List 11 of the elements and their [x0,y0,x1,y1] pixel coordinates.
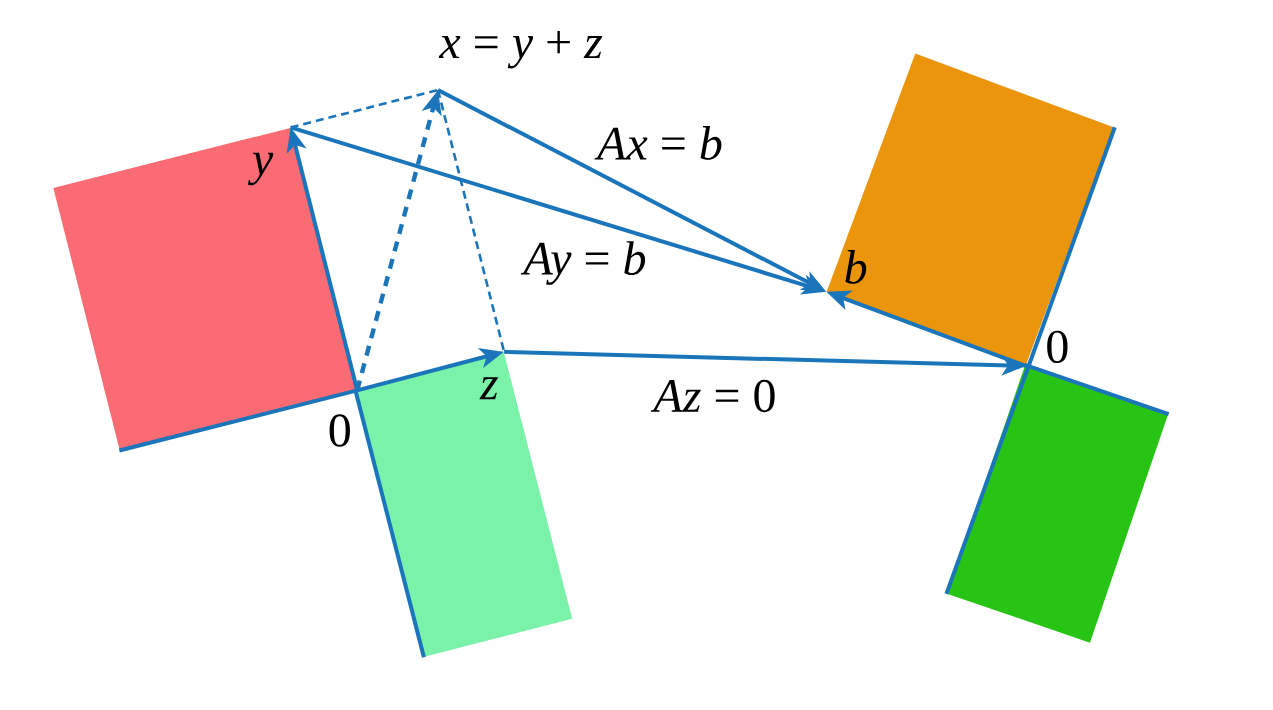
edge-label: Az = 0 [650,379,775,413]
dashed-line [290,88,439,129]
point-label: z [479,377,499,400]
dashed-line [436,89,506,353]
equation-label: x = y + z [438,31,603,69]
point-label: 0 [1047,330,1068,364]
edge-label: Ax = b [594,126,722,160]
point-label: 0 [329,414,350,447]
edge-label: Ay = b [520,241,646,285]
point-label: y [247,152,274,186]
point-label: b [845,250,867,284]
